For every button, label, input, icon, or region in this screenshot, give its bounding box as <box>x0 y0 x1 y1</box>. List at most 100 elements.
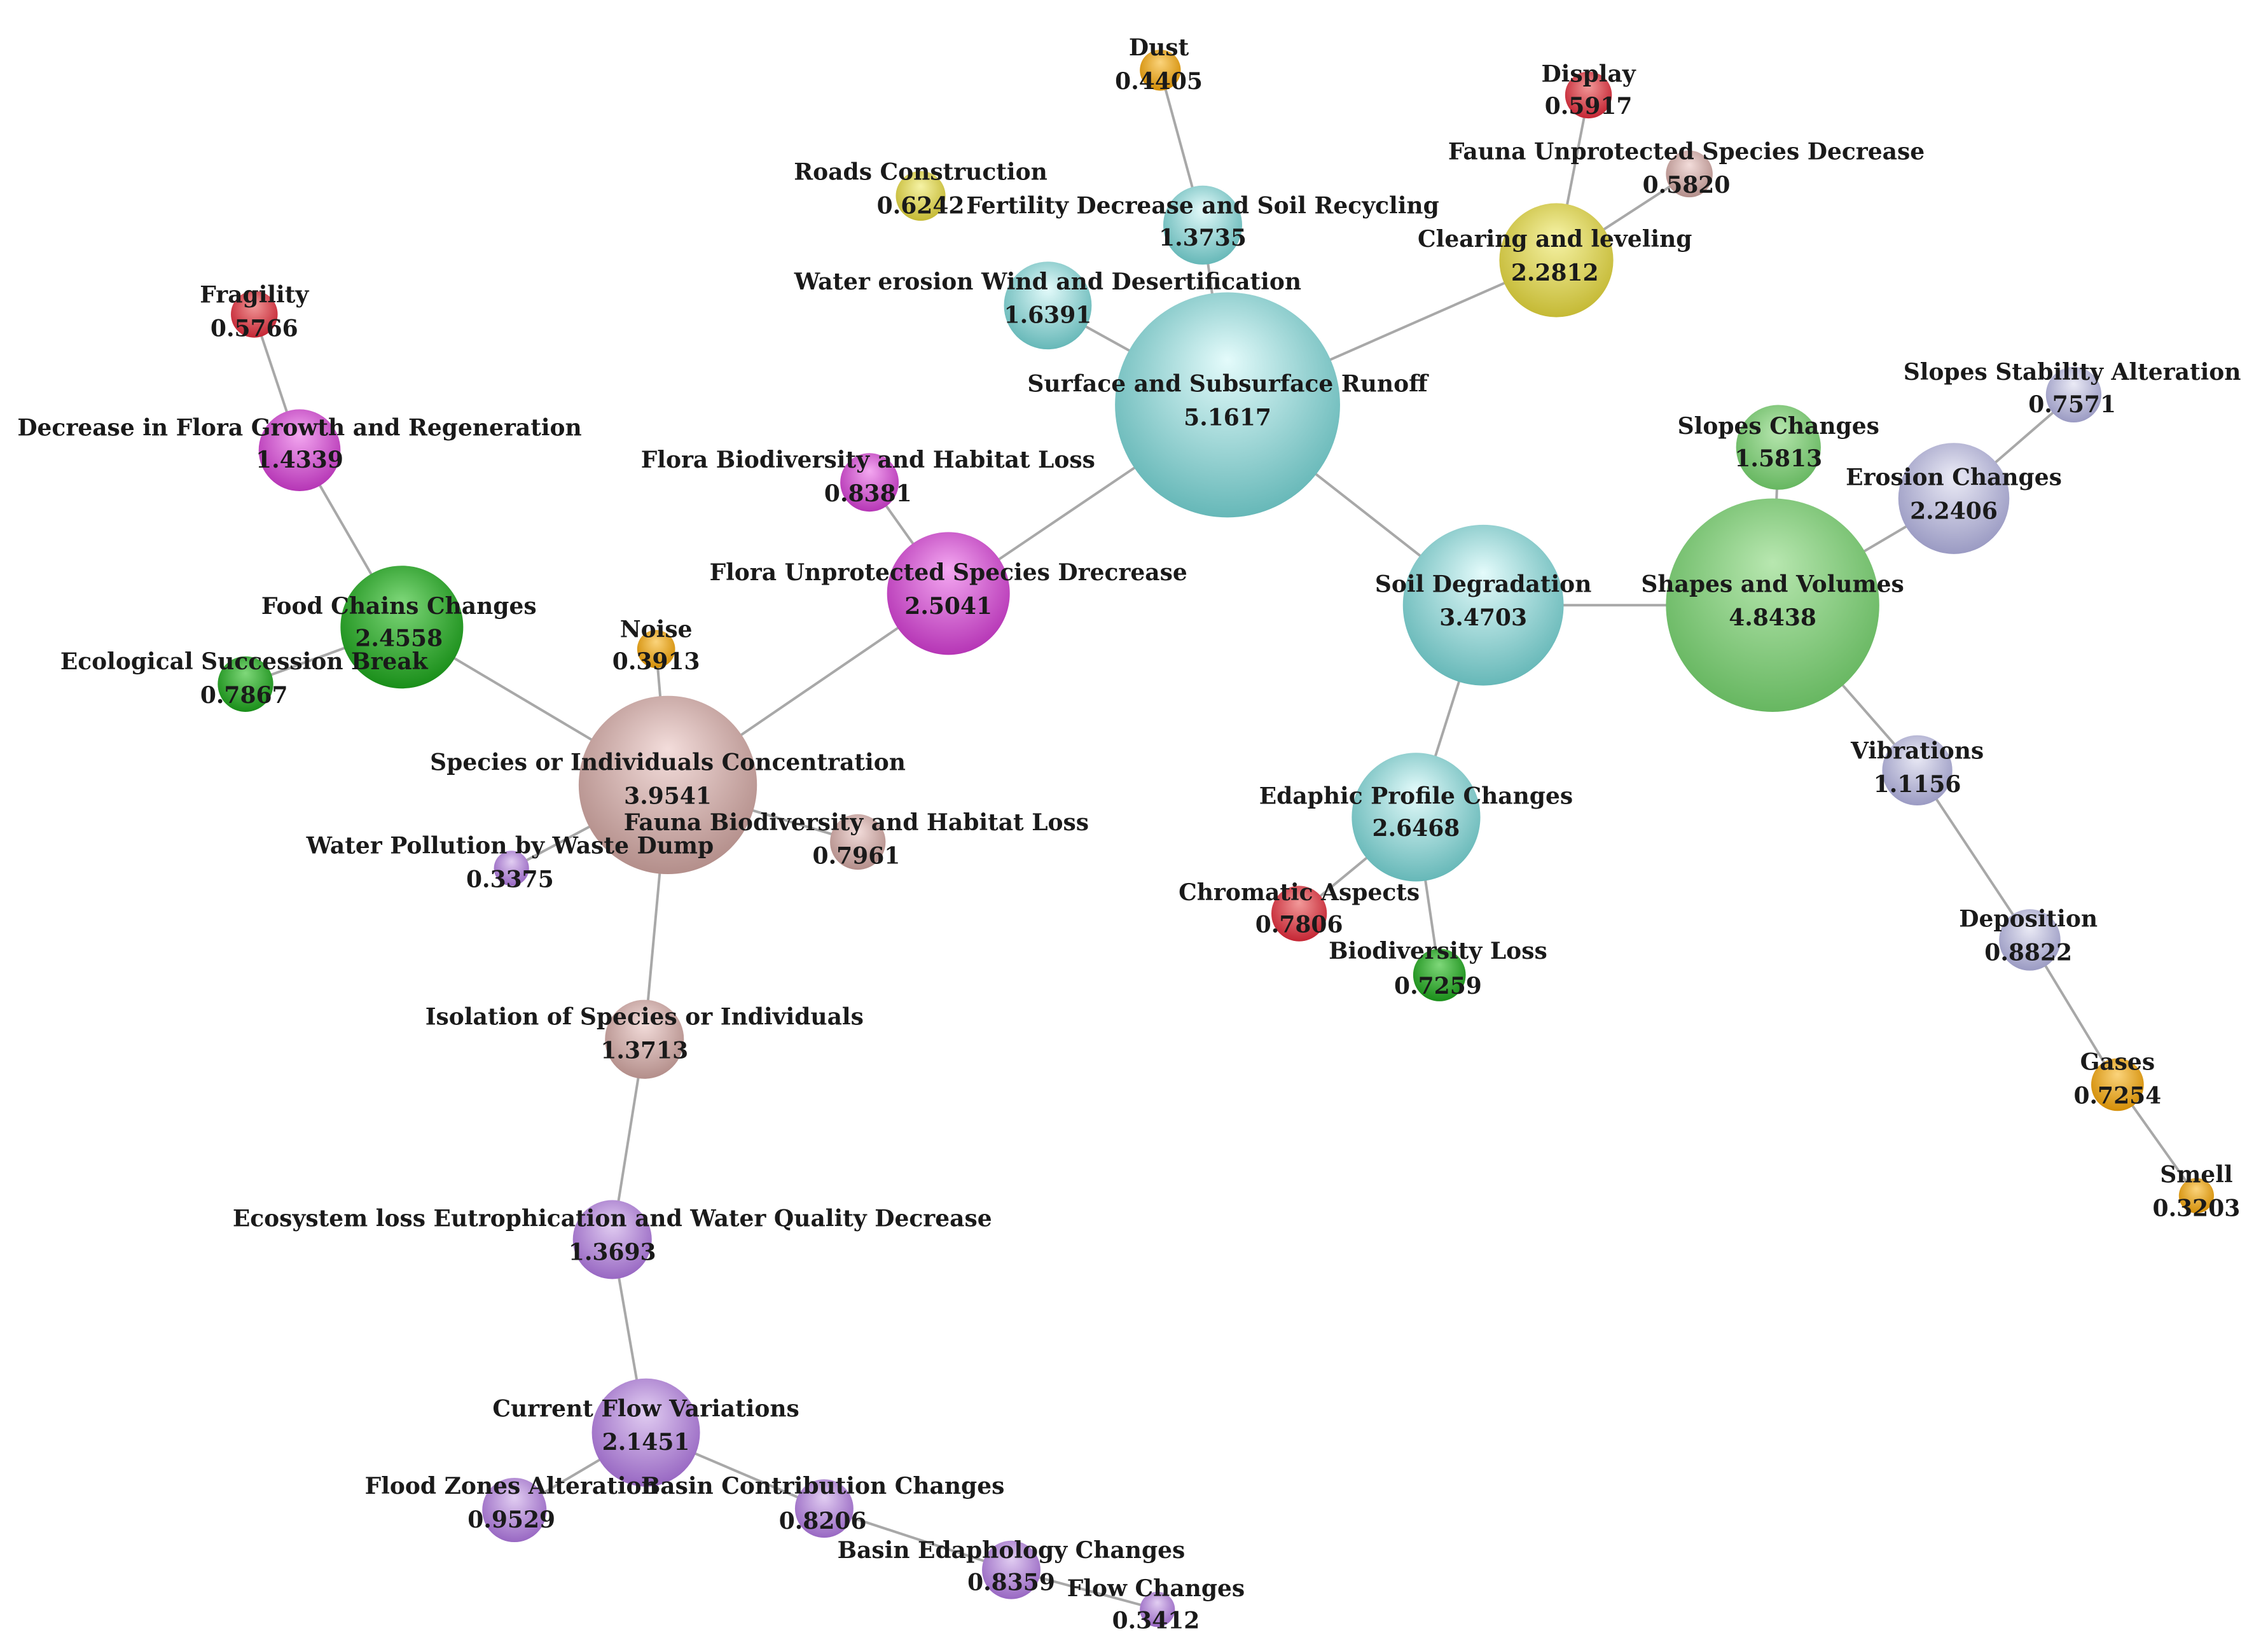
node-flow-changes[interactable] <box>1140 1592 1175 1627</box>
node-circle-current-flow[interactable] <box>591 1378 700 1487</box>
node-circle-chromatic-aspects[interactable] <box>1271 886 1327 942</box>
node-circle-slopes-changes[interactable] <box>1736 405 1821 490</box>
node-fauna-unprotected[interactable] <box>1666 150 1713 198</box>
node-circle-fauna-unprotected[interactable] <box>1666 150 1713 198</box>
node-circle-deposition[interactable] <box>1999 909 2061 971</box>
node-basin-edaphology[interactable] <box>982 1540 1041 1599</box>
node-water-pollution[interactable] <box>494 851 529 886</box>
node-circle-surface-runoff[interactable] <box>1115 292 1340 518</box>
node-circle-noise[interactable] <box>637 630 675 669</box>
node-display[interactable] <box>1565 71 1612 119</box>
node-value-display: 0.5917 <box>1545 93 1633 120</box>
node-value-roads-construction: 0.6242 <box>877 192 965 219</box>
node-food-chains[interactable] <box>340 566 464 689</box>
node-circle-gases[interactable] <box>2091 1058 2144 1111</box>
node-smell[interactable] <box>2178 1178 2214 1214</box>
node-ecosystem-loss[interactable] <box>572 1200 652 1279</box>
node-circle-flora-biodiversity[interactable] <box>840 453 899 512</box>
node-value-fauna-biodiversity: 0.7961 <box>813 843 901 870</box>
node-value-dust: 0.4405 <box>1115 68 1203 95</box>
node-fauna-biodiversity[interactable] <box>830 814 886 870</box>
node-label-basin-edaphology: Basin Edaphology Changes <box>838 1537 1186 1564</box>
node-label-clearing-leveling: Clearing and leveling <box>1418 226 1692 253</box>
node-deposition[interactable] <box>1999 909 2061 971</box>
node-label-slopes-changes: Slopes Changes <box>1678 413 1879 440</box>
node-species-concentration[interactable] <box>578 695 757 875</box>
node-shapes-volumes[interactable] <box>1666 498 1879 712</box>
node-circle-edaphic-profile[interactable] <box>1352 753 1481 882</box>
node-circle-basin-contribution[interactable] <box>794 1479 854 1538</box>
node-value-food-chains: 2.4558 <box>355 625 443 651</box>
node-circle-water-pollution[interactable] <box>494 851 529 886</box>
node-circle-smell[interactable] <box>2178 1178 2214 1214</box>
node-edaphic-profile[interactable] <box>1352 753 1481 882</box>
node-circle-fauna-biodiversity[interactable] <box>830 814 886 870</box>
node-circle-fertility-decrease[interactable] <box>1163 185 1243 265</box>
node-circle-isolation-species[interactable] <box>605 999 684 1079</box>
node-slopes-stability[interactable] <box>2045 366 2102 423</box>
node-circle-soil-degradation[interactable] <box>1402 524 1564 686</box>
node-vibrations[interactable] <box>1882 735 1953 806</box>
node-circle-roads-construction[interactable] <box>895 170 946 221</box>
node-label-edaphic-profile: Edaphic Profile Changes <box>1259 783 1573 810</box>
node-value-noise: 0.3913 <box>612 648 700 675</box>
node-value-flow-changes: 0.3412 <box>1112 1607 1200 1634</box>
node-ecological-succession[interactable] <box>218 656 273 712</box>
node-flora-growth[interactable] <box>258 409 341 492</box>
node-circle-water-erosion[interactable] <box>1004 261 1092 350</box>
node-circle-flora-growth[interactable] <box>258 409 341 492</box>
node-flora-biodiversity[interactable] <box>840 453 899 512</box>
node-fragility[interactable] <box>231 291 278 338</box>
node-circle-flow-changes[interactable] <box>1140 1592 1175 1627</box>
node-value-edaphic-profile: 2.6468 <box>1373 815 1460 842</box>
node-circle-flood-zones[interactable] <box>482 1477 547 1543</box>
node-value-fauna-unprotected: 0.5820 <box>1643 172 1731 198</box>
node-label-species-concentration: Species or Individuals Concentration <box>430 749 906 776</box>
node-circle-fragility[interactable] <box>231 291 278 338</box>
node-value-water-pollution: 0.3375 <box>466 866 554 893</box>
node-label-gases: Gases <box>2080 1049 2155 1076</box>
node-circle-dust[interactable] <box>1140 50 1181 91</box>
node-circle-ecological-succession[interactable] <box>218 656 273 712</box>
node-isolation-species[interactable] <box>605 999 684 1079</box>
node-circle-food-chains[interactable] <box>340 566 464 689</box>
node-label-isolation-species: Isolation of Species or Individuals <box>425 1003 864 1030</box>
node-circle-vibrations[interactable] <box>1882 735 1953 806</box>
node-value-flora-biodiversity: 0.8381 <box>824 480 912 507</box>
node-circle-biodiversity-loss[interactable] <box>1413 949 1466 1001</box>
node-circle-clearing-leveling[interactable] <box>1499 203 1614 317</box>
node-surface-runoff[interactable] <box>1115 292 1340 518</box>
node-noise[interactable] <box>637 630 675 669</box>
node-value-flood-zones: 0.9529 <box>467 1506 555 1533</box>
node-soil-degradation[interactable] <box>1402 524 1564 686</box>
node-roads-construction[interactable] <box>895 170 946 221</box>
node-circle-erosion-changes[interactable] <box>1898 443 2010 554</box>
node-water-erosion[interactable] <box>1004 261 1092 350</box>
node-slopes-changes[interactable] <box>1736 405 1821 490</box>
node-circle-species-concentration[interactable] <box>578 695 757 875</box>
node-circle-shapes-volumes[interactable] <box>1666 498 1879 712</box>
node-label-fauna-unprotected: Fauna Unprotected Species Decrease <box>1448 138 1925 165</box>
node-circle-basin-edaphology[interactable] <box>982 1540 1041 1599</box>
node-circle-slopes-stability[interactable] <box>2045 366 2102 423</box>
node-circle-ecosystem-loss[interactable] <box>572 1200 652 1279</box>
node-label-chromatic-aspects: Chromatic Aspects <box>1179 879 1420 906</box>
node-chromatic-aspects[interactable] <box>1271 886 1327 942</box>
node-current-flow[interactable] <box>591 1378 700 1487</box>
node-erosion-changes[interactable] <box>1898 443 2010 554</box>
node-clearing-leveling[interactable] <box>1499 203 1614 317</box>
node-circle-display[interactable] <box>1565 71 1612 119</box>
node-circle-flora-unprotected[interactable] <box>887 532 1010 655</box>
node-flora-unprotected[interactable] <box>887 532 1010 655</box>
node-basin-contribution[interactable] <box>794 1479 854 1538</box>
node-label-flood-zones: Flood Zones Alteration <box>365 1473 658 1499</box>
node-dust[interactable] <box>1140 50 1181 91</box>
node-biodiversity-loss[interactable] <box>1413 949 1466 1001</box>
edge-basin-contribution-basin-edaphology <box>824 1507 1012 1571</box>
nodes-layer <box>218 50 2214 1627</box>
node-fertility-decrease[interactable] <box>1163 185 1243 265</box>
node-flood-zones[interactable] <box>482 1477 547 1543</box>
node-value-fragility: 0.5766 <box>211 315 298 342</box>
node-label-soil-degradation: Soil Degradation <box>1375 571 1591 597</box>
node-gases[interactable] <box>2091 1058 2144 1111</box>
